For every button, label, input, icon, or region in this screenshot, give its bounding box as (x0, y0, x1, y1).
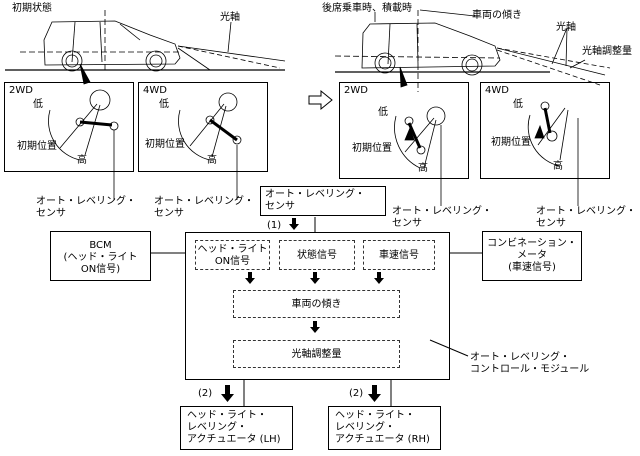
signal-line: ヘッド・ライト (197, 244, 268, 255)
sensor-input-box: オート・レベリング・ センサ (260, 186, 386, 216)
vehicle-tilt-box: 車両の傾き (233, 290, 400, 318)
actuator-rh-box: ヘッド・ライト・ レベリング・ アクチュエータ (RH) (328, 406, 441, 450)
arrow-down-icon (221, 385, 234, 402)
low-label: 低 (513, 99, 523, 110)
panel-2wd-initial: 2WD 低 初期位置 高 (4, 82, 134, 172)
vehicle-speed-signal-box: 車速信号 (363, 240, 435, 270)
bcm-line: BCM (89, 240, 112, 251)
actuator-line: ヘッド・ライト・ (335, 410, 415, 421)
actuator-lh-box: ヘッド・ライト・ レベリング・ アクチュエータ (LH) (180, 406, 293, 450)
arrow-down-icon (289, 218, 299, 230)
drive-label: 2WD (344, 85, 368, 96)
actuator-line: レベリング・ (187, 422, 247, 433)
drive-label: 4WD (143, 85, 167, 96)
initial-position-label: 初期位置 (352, 143, 392, 154)
initial-position-label: 初期位置 (17, 141, 57, 152)
step-2-label-rh: (2) (349, 388, 364, 399)
high-label: 高 (77, 155, 87, 166)
panel-4wd-initial: 4WD 低 初期位置 高 (138, 82, 268, 172)
signal-line: 状態信号 (297, 250, 337, 261)
arrow-down-icon (310, 321, 320, 333)
low-label: 低 (159, 99, 169, 110)
beam-axis-label-right: 光軸 (556, 22, 576, 33)
combination-meter-box: コンビネーション・ メータ (車速信号) (482, 231, 582, 281)
signal-line: ON信号 (214, 256, 251, 267)
sensor-box-line: オート・レベリング・ (265, 189, 365, 200)
drive-label: 2WD (9, 85, 33, 96)
high-label: 高 (553, 161, 563, 172)
meter-line: メータ (517, 250, 547, 261)
transition-arrow-icon (308, 89, 333, 111)
arrow-down-icon (368, 385, 381, 402)
bcm-box: BCM (ヘッド・ライト ON信号) (50, 231, 151, 281)
high-label: 高 (207, 155, 217, 166)
bcm-line: (ヘッド・ライト (63, 252, 138, 263)
sensor-illustrations (48, 89, 579, 206)
actuator-line: レベリング・ (335, 422, 395, 433)
sensor-box-line: センサ (265, 201, 295, 212)
state-signal-box: 状態信号 (279, 240, 355, 270)
headlight-on-signal-box: ヘッド・ライト ON信号 (195, 240, 270, 270)
module-line: コントロール・モジュール (470, 364, 590, 375)
beam-axis-label: 光軸 (220, 12, 240, 23)
initial-position-label: 初期位置 (491, 137, 531, 148)
initial-state-label: 初期状態 (12, 3, 52, 14)
initial-position-label: 初期位置 (145, 139, 185, 150)
signal-line: 車速信号 (379, 250, 419, 261)
meter-line: (車速信号) (508, 262, 556, 273)
meter-line: コンビネーション・ (487, 238, 577, 249)
low-label: 低 (378, 107, 388, 118)
arrow-down-icon (374, 272, 384, 284)
beam-adjust-box: 光軸調整量 (233, 340, 400, 368)
beam-adjust-label: 光軸調整量 (582, 46, 632, 57)
step-1-label: (1) (267, 220, 282, 231)
drive-label: 4WD (485, 85, 509, 96)
high-label: 高 (418, 163, 428, 174)
arrow-down-icon (310, 272, 320, 284)
actuator-line: アクチュエータ (LH) (187, 434, 281, 445)
panel-2wd-loaded: 2WD 低 初期位置 高 (339, 82, 469, 179)
flow-arrows (221, 218, 384, 402)
step-2-label-lh: (2) (198, 388, 213, 399)
loaded-state-label: 後席乗車時、積載時 (322, 3, 412, 14)
sensor-callout-4: オート・レベリング・センサ (536, 206, 636, 229)
car-initial-illustration (5, 10, 286, 85)
actuator-line: ヘッド・ライト・ (187, 410, 267, 421)
auto-leveling-module-box (185, 232, 450, 380)
sensor-callout-1: オート・レベリング・センサ (36, 196, 136, 219)
sensor-callout-3: オート・レベリング・センサ (392, 206, 492, 229)
actuator-line: アクチュエータ (RH) (335, 434, 430, 445)
sensor-callout-2: オート・レベリング・センサ (154, 196, 254, 219)
bcm-line: ON信号) (80, 264, 121, 275)
arrow-down-icon (245, 272, 255, 284)
module-callout: オート・レベリング・ コントロール・モジュール (470, 352, 589, 376)
panel-4wd-loaded: 4WD 低 初期位置 高 (480, 82, 610, 179)
car-loaded-illustration (334, 9, 611, 92)
module-line: オート・レベリング・ (470, 352, 570, 363)
low-label: 低 (33, 99, 43, 110)
vehicle-tilt-label: 車両の傾き (472, 10, 522, 21)
